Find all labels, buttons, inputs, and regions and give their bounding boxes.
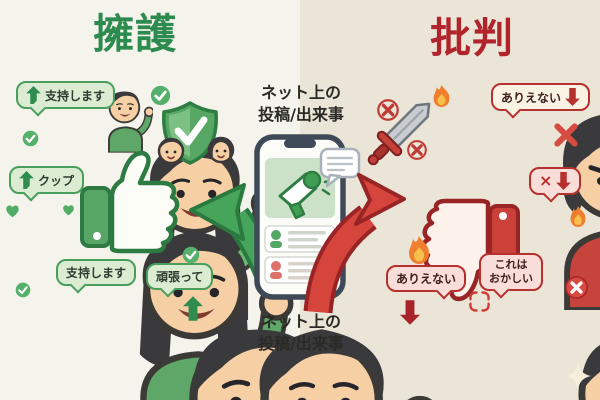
anger-mark-icon xyxy=(469,291,490,312)
x-circle-icon xyxy=(377,99,399,121)
down-arrow-icon xyxy=(565,88,580,106)
heart-icon xyxy=(63,205,74,216)
support-bubble-good: クップ xyxy=(9,166,85,194)
green-user-avatar xyxy=(271,230,281,240)
bubble-line: おかしい xyxy=(489,271,533,285)
criticism-bubble-x-down: × xyxy=(529,167,582,195)
x-circle-icon xyxy=(407,140,427,160)
criticism-bubble-top: ありえない xyxy=(491,83,591,111)
bubble-text: 頑張って xyxy=(156,270,204,284)
post-card-green xyxy=(264,225,336,253)
label-line: 投稿/出来事 xyxy=(258,104,344,124)
down-arrow-icon xyxy=(400,300,420,325)
supporter-man-top xyxy=(109,92,154,153)
online-posts-label-bottom: ネット上の 投稿/出来事 xyxy=(236,311,366,354)
support-bubble-top: 支持します xyxy=(16,81,116,109)
support-title: 擁護 xyxy=(93,10,177,58)
bubble-text: これは おかしい xyxy=(489,258,533,286)
label-line: ネット上の xyxy=(260,312,341,331)
x-mark-text: × xyxy=(539,171,553,190)
bubble-text: ありえない xyxy=(501,90,562,105)
label-line: ネット上の xyxy=(260,83,341,102)
chat-bubble-icon xyxy=(319,147,361,188)
down-arrow-icon xyxy=(556,172,572,190)
bubble-text: ありえない xyxy=(396,272,457,286)
bubble-text: 支持します xyxy=(66,266,127,280)
up-arrow-icon xyxy=(26,86,41,104)
bubble-line: これは xyxy=(494,258,528,271)
label-line: 投稿/出来事 xyxy=(258,333,344,353)
criticism-title: 批判 xyxy=(430,14,514,62)
online-posts-label-top: ネット上の 投稿/出来事 xyxy=(236,82,366,125)
heart-icon xyxy=(6,205,19,218)
support-bubble-ganbatte: 頑張って xyxy=(146,263,214,290)
x-circle-icon xyxy=(565,276,588,299)
peeking-head-right xyxy=(207,136,235,164)
bubble-text: クップ xyxy=(38,173,75,188)
phone-notch xyxy=(284,139,316,148)
check-icon xyxy=(15,282,31,298)
sparkle-icon xyxy=(565,363,591,389)
criticism-arrow xyxy=(303,173,406,314)
check-icon xyxy=(182,246,200,264)
bubble-text: 支持します xyxy=(45,88,106,103)
sword-icon xyxy=(367,102,431,166)
criticism-bubble-okashii: これは おかしい xyxy=(479,253,543,291)
support-bubble-bottom: 支持します xyxy=(56,259,137,286)
peeking-head-left xyxy=(157,137,185,165)
criticism-bubble-arienai: ありえない xyxy=(386,265,467,292)
up-arrow-icon xyxy=(19,171,34,189)
check-icon xyxy=(22,130,39,147)
megaphone-post-panel xyxy=(265,158,335,220)
flame-icon xyxy=(433,84,450,108)
critic-man-bottom xyxy=(580,336,600,400)
check-icon xyxy=(150,85,171,106)
red-user-avatar xyxy=(271,261,281,271)
